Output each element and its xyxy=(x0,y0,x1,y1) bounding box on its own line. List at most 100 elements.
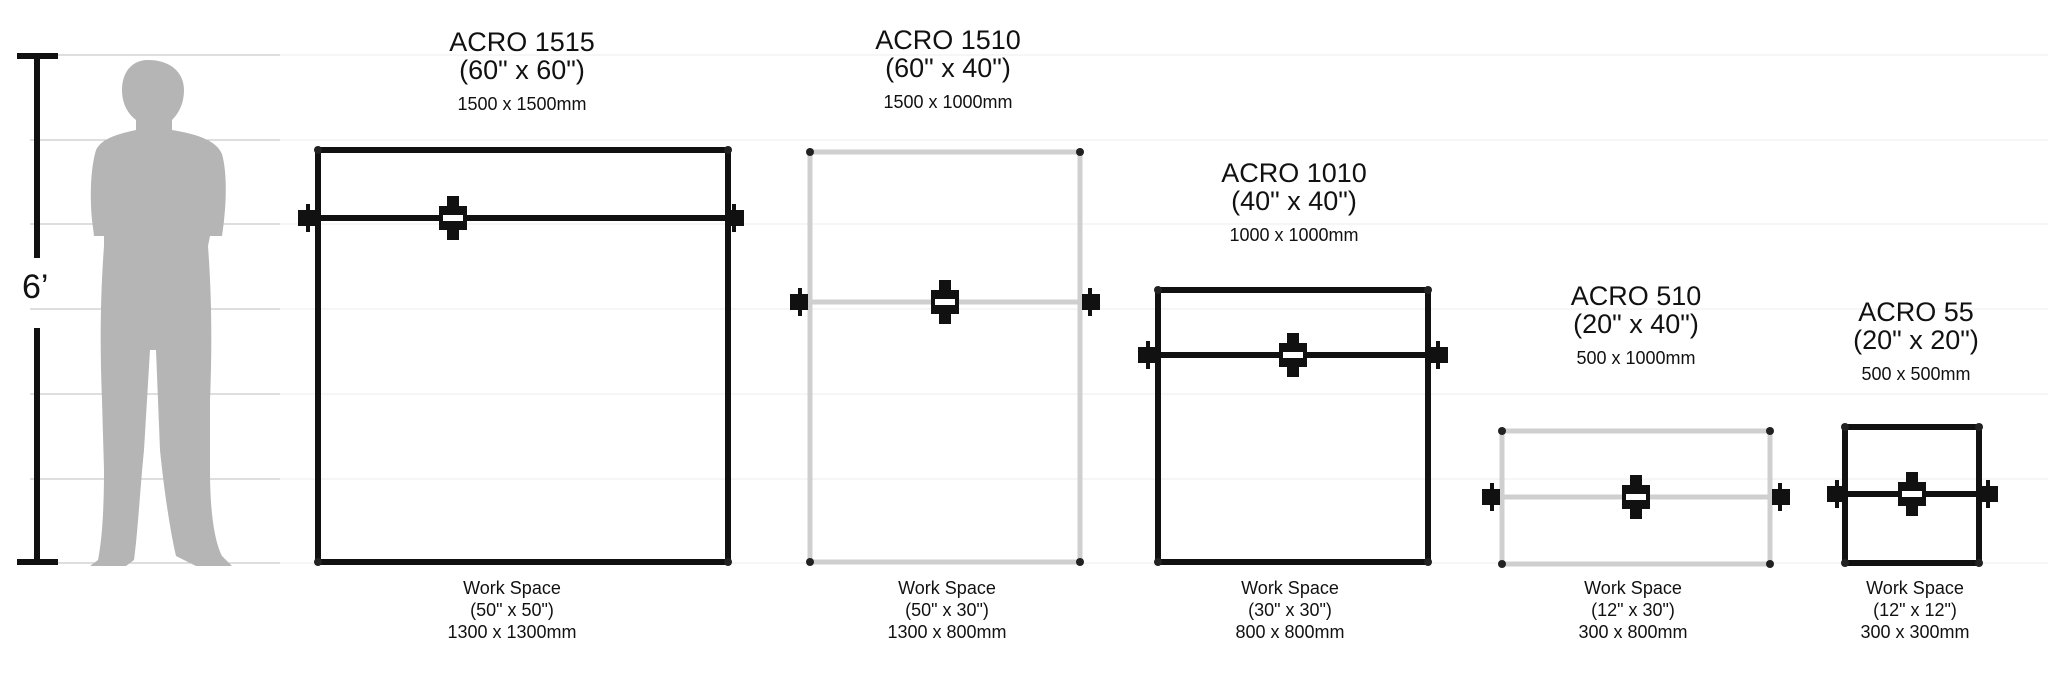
corner-foot xyxy=(806,558,814,566)
corner-foot xyxy=(1766,560,1774,568)
frame-outline xyxy=(1155,287,1431,565)
person-silhouette-icon xyxy=(90,60,232,566)
carriage-gap xyxy=(1902,491,1922,497)
machine-inches: (60" x 40") xyxy=(885,53,1011,84)
machine-inches: (20" x 40") xyxy=(1573,309,1699,340)
height-label: 6’ xyxy=(22,268,49,306)
corner-foot xyxy=(314,558,322,566)
gantry-end-block xyxy=(1430,341,1448,369)
carriage-icon xyxy=(1898,472,1926,516)
carriage-gap xyxy=(1626,494,1646,500)
work-space-block: Work Space (50" x 50") 1300 x 1300mm xyxy=(447,577,576,643)
frame-outline xyxy=(315,147,731,565)
machine-inches: (40" x 40") xyxy=(1231,186,1357,217)
machine-title: ACRO 1515 xyxy=(449,27,595,57)
machine-mm: 1000 x 1000mm xyxy=(1229,224,1359,245)
corner-foot xyxy=(1424,558,1432,566)
carriage-icon xyxy=(1279,333,1307,377)
machine-inches: (20" x 20") xyxy=(1853,325,1979,356)
end-block-plate xyxy=(1835,480,1839,508)
work-space-block: Work Space (12" x 12") 300 x 300mm xyxy=(1860,577,1969,643)
work-space-block: Work Space (50" x 30") 1300 x 800mm xyxy=(887,577,1006,643)
end-block-plate xyxy=(798,288,802,316)
machine-mm: 500 x 1000mm xyxy=(1576,347,1696,368)
machine-title-block: ACRO 510 (20" x 40") 500 x 1000mm xyxy=(1571,282,1702,368)
end-block-plate xyxy=(1986,480,1990,508)
scale-gridlines xyxy=(30,54,2048,564)
work-space-label: Work Space xyxy=(463,578,561,598)
person-body xyxy=(90,60,232,566)
corner-foot xyxy=(724,558,732,566)
corner-foot xyxy=(806,148,814,156)
machine-title-block: ACRO 1510 (60" x 40") 1500 x 1000mm xyxy=(875,26,1021,112)
machine-inches: (60" x 60") xyxy=(459,55,585,86)
gantry-end-block xyxy=(1827,480,1845,508)
machine-title: ACRO 1010 xyxy=(1221,158,1367,188)
gantry-end-block xyxy=(726,204,744,232)
work-space-label: Work Space xyxy=(1866,578,1964,598)
machine-mm: 500 x 500mm xyxy=(1861,363,1971,384)
machine-title-block: ACRO 1515 (60" x 60") 1500 x 1500mm xyxy=(449,28,595,114)
work-space-mm: 800 x 800mm xyxy=(1235,622,1345,642)
corner-foot xyxy=(1154,286,1162,294)
machine-title-block: ACRO 55 (20" x 20") 500 x 500mm xyxy=(1853,298,1979,384)
corner-foot xyxy=(1076,148,1084,156)
corner-foot xyxy=(1841,559,1849,567)
work-space-inches: (50" x 50") xyxy=(470,600,554,620)
end-block-plate xyxy=(1146,341,1150,369)
gantry-end-block xyxy=(1482,483,1500,511)
machine-title: ACRO 1510 xyxy=(875,25,1021,55)
corner-foot xyxy=(1975,423,1983,431)
height-ruler xyxy=(17,53,58,565)
machine-frame-3 xyxy=(1138,286,1448,566)
gantry-end-block xyxy=(1082,288,1100,316)
work-space-mm: 300 x 300mm xyxy=(1860,622,1970,642)
corner-foot xyxy=(1498,427,1506,435)
end-block-plate xyxy=(1490,483,1494,511)
gantry-end-block xyxy=(1980,480,1998,508)
corner-foot xyxy=(724,146,732,154)
corner-foot xyxy=(1498,560,1506,568)
work-space-inches: (12" x 30") xyxy=(1591,600,1675,620)
end-block-plate xyxy=(1436,341,1440,369)
corner-foot xyxy=(1975,559,1983,567)
gantry-end-block xyxy=(298,204,316,232)
frame-outline xyxy=(807,149,1083,565)
work-space-mm: 300 x 800mm xyxy=(1578,622,1688,642)
machine-mm: 1500 x 1500mm xyxy=(457,93,587,114)
carriage-icon xyxy=(1622,475,1650,519)
machine-frames xyxy=(298,146,1998,568)
end-block-plate xyxy=(306,204,310,232)
work-space-block: Work Space (30" x 30") 800 x 800mm xyxy=(1235,577,1344,643)
carriage-gap xyxy=(443,215,463,221)
machine-title-block: ACRO 1010 (40" x 40") 1000 x 1000mm xyxy=(1221,159,1367,245)
corner-foot xyxy=(1766,427,1774,435)
work-space-mm: 1300 x 1300mm xyxy=(447,622,577,642)
machine-title: ACRO 510 xyxy=(1570,281,1702,311)
work-space-block: Work Space (12" x 30") 300 x 800mm xyxy=(1578,577,1687,643)
gantry-end-block xyxy=(1772,483,1790,511)
end-block-plate xyxy=(1088,288,1092,316)
end-block-plate xyxy=(732,204,736,232)
gantry-end-block xyxy=(790,288,808,316)
machine-frame-2 xyxy=(790,148,1100,566)
carriage-gap xyxy=(935,299,955,305)
carriage-gap xyxy=(1283,352,1303,358)
machine-frame-1 xyxy=(298,146,744,566)
carriage-icon xyxy=(439,196,467,240)
carriage-icon xyxy=(931,280,959,324)
machine-frame-5 xyxy=(1827,423,1998,567)
work-space-inches: (30" x 30") xyxy=(1248,600,1332,620)
work-space-inches: (12" x 12") xyxy=(1873,600,1957,620)
work-space-label: Work Space xyxy=(898,578,996,598)
machine-frame-4 xyxy=(1482,427,1790,568)
corner-foot xyxy=(1076,558,1084,566)
corner-foot xyxy=(1841,423,1849,431)
work-space-inches: (50" x 30") xyxy=(905,600,989,620)
corner-foot xyxy=(314,146,322,154)
machine-title: ACRO 55 xyxy=(1858,297,1974,327)
corner-foot xyxy=(1424,286,1432,294)
work-space-label: Work Space xyxy=(1241,578,1339,598)
